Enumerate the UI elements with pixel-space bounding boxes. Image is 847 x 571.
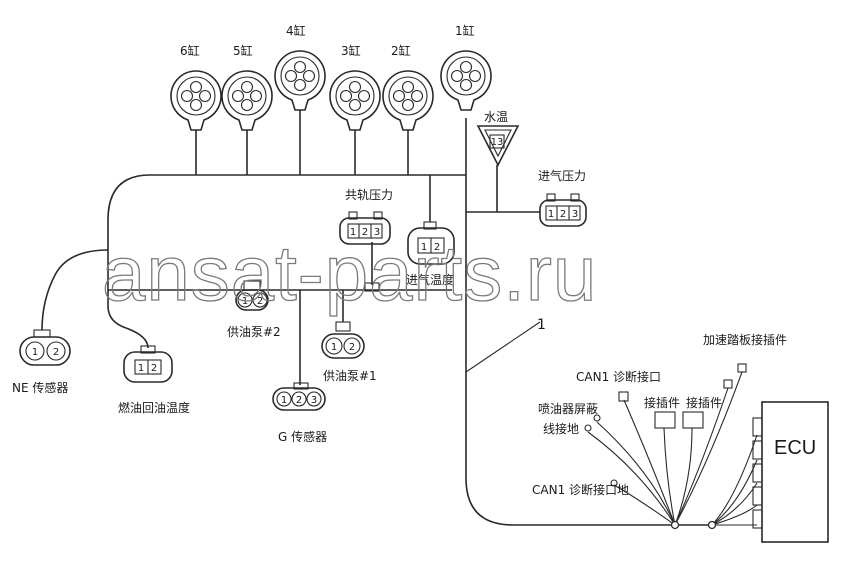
injector-label-4: 4缸 (286, 23, 306, 38)
can1-port-label: CAN1 诊断接口 (576, 369, 661, 384)
rail-pressure-sensor: 1 2 3 共轨压力 (339, 188, 393, 245)
fuel-return-temp-sensor: 1 2 燃油回油温度 (118, 345, 190, 415)
svg-text:3: 3 (374, 227, 380, 238)
injector-shield-label: 喷油器屏蔽 (538, 402, 598, 416)
rail-pressure-label: 共轨压力 (345, 188, 393, 202)
svg-text:2: 2 (53, 347, 59, 358)
svg-text:2: 2 (349, 342, 355, 353)
g-sensor-label: G 传感器 (278, 429, 327, 444)
injector-connector-2 (382, 70, 434, 131)
svg-text:3: 3 (311, 395, 317, 406)
ecu-label: ECU (774, 437, 816, 459)
intake-temp-sensor: 1 2 进气温度 (406, 221, 455, 287)
watermark-text: ansat-parts.ru (102, 229, 597, 317)
svg-text:3: 3 (572, 209, 578, 220)
svg-text:1: 1 (331, 342, 337, 353)
can1-ground-label: CAN1 诊断接口地 (532, 482, 629, 497)
injector-label-6: 6缸 (180, 43, 200, 58)
fuel-pump-2-label: 供油泵#2 (227, 325, 281, 339)
fuel-pump-2-connector: 1 2 供油泵#2 (227, 280, 281, 339)
connector-a-label: 接插件 (644, 395, 680, 410)
injector-label-3: 3缸 (341, 43, 361, 58)
fuel-return-temp-label: 燃油回油温度 (118, 400, 190, 415)
ne-sensor-label: NE 传感器 (12, 380, 68, 395)
injector-connector-4 (274, 50, 326, 111)
injector-connector-5 (221, 70, 273, 131)
injector-group (170, 50, 492, 131)
intake-temp-label: 进气温度 (406, 272, 454, 287)
svg-text:1: 1 (421, 242, 427, 253)
svg-text:2: 2 (151, 363, 157, 374)
wire-ground-label: 线接地 (543, 421, 579, 436)
svg-text:2: 2 (434, 242, 440, 253)
fuel-pump-1-connector: 1 2 供油泵#1 (321, 321, 377, 383)
svg-text:2: 2 (362, 227, 368, 238)
g-sensor-connector: 1 2 3 G 传感器 (272, 382, 327, 444)
ne-sensor-connector: 1 2 NE 传感器 (12, 329, 71, 395)
injector-connector-6 (170, 70, 222, 131)
water-temp-label: 水温 (484, 110, 508, 124)
injector-label-5: 5缸 (233, 43, 253, 58)
svg-text:1: 1 (138, 363, 144, 374)
injector-label-1: 1缸 (455, 23, 475, 38)
intake-pressure-label: 进气压力 (538, 168, 586, 183)
svg-text:1: 1 (281, 395, 287, 406)
svg-text:2: 2 (560, 209, 566, 220)
svg-text:13: 13 (491, 137, 504, 148)
svg-text:2: 2 (296, 395, 302, 406)
connector-b-label: 接插件 (686, 395, 722, 410)
ecu-wiring (584, 363, 758, 530)
svg-text:1: 1 (32, 347, 38, 358)
injector-connector-1 (440, 50, 492, 111)
svg-text:1: 1 (548, 209, 554, 220)
intake-pressure-sensor: 1 2 3 进气压力 (538, 168, 587, 227)
svg-text:1: 1 (350, 227, 356, 238)
main-harness (41, 110, 675, 526)
water-temp-sensor: 13 水温 (476, 110, 520, 167)
ecu-unit: ECU (752, 401, 829, 543)
pedal-connector-label: 加速踏板接插件 (703, 332, 787, 347)
svg-text:1: 1 (242, 296, 248, 307)
fuel-pump-1-label: 供油泵#1 (323, 369, 377, 383)
wire-number-label: 1 (537, 317, 546, 333)
injector-labels: 6缸 5缸 4缸 3缸 2缸 1缸 (180, 23, 475, 58)
svg-text:2: 2 (257, 296, 263, 307)
injector-label-2: 2缸 (391, 43, 411, 58)
injector-connector-3 (329, 70, 381, 131)
